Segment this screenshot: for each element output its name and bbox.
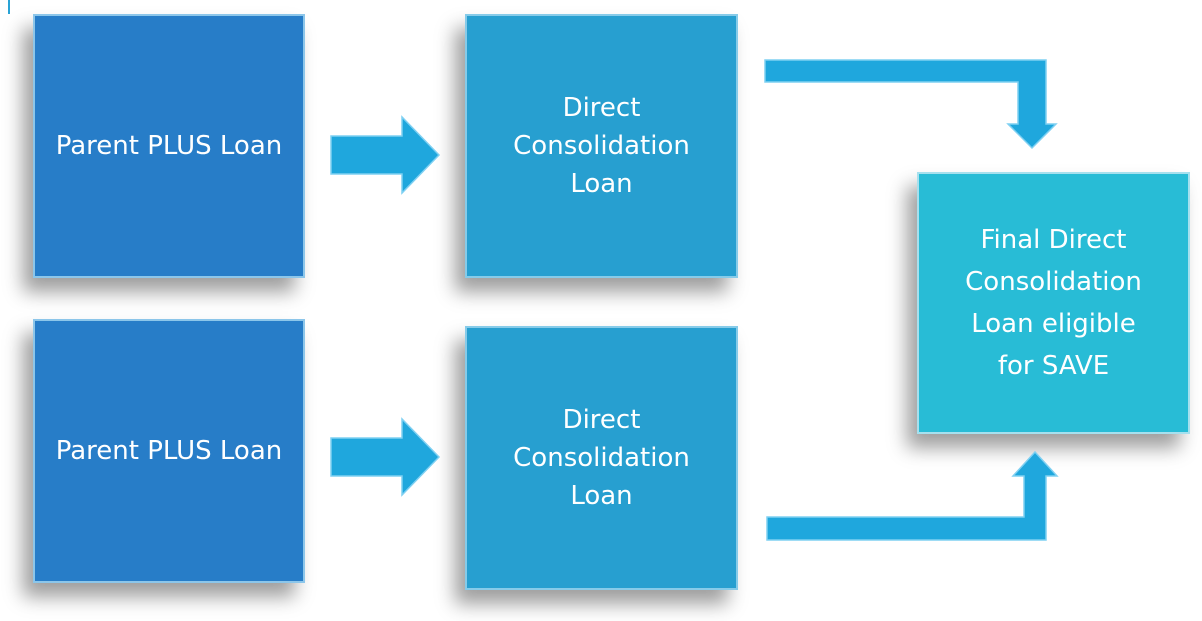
direct-consolidation-loan-box-bottom: Direct Consolidation Loan xyxy=(465,326,738,590)
corner-mark xyxy=(8,0,10,14)
direct-consolidation-loan-label-top: Direct Consolidation Loan xyxy=(513,93,690,199)
parent-plus-loan-label-top: Parent PLUS Loan xyxy=(55,131,283,161)
parent-plus-loan-box-top: Parent PLUS Loan xyxy=(33,14,305,278)
right-arrow-icon-bottom xyxy=(330,417,441,497)
parent-plus-loan-box-bottom: Parent PLUS Loan xyxy=(33,319,305,583)
right-arrow-icon-top xyxy=(330,115,441,195)
parent-plus-loan-label-bottom: Parent PLUS Loan xyxy=(55,436,283,466)
final-consolidation-loan-box: Final Direct Consolidation Loan eligible… xyxy=(917,172,1190,434)
direct-consolidation-loan-label-bottom: Direct Consolidation Loan xyxy=(513,405,690,511)
final-consolidation-loan-label: Final Direct Consolidation Loan eligible… xyxy=(965,225,1142,381)
direct-consolidation-loan-box-top: Direct Consolidation Loan xyxy=(465,14,738,278)
bent-down-arrow-icon xyxy=(764,59,1058,150)
bent-up-arrow-icon xyxy=(766,450,1059,541)
